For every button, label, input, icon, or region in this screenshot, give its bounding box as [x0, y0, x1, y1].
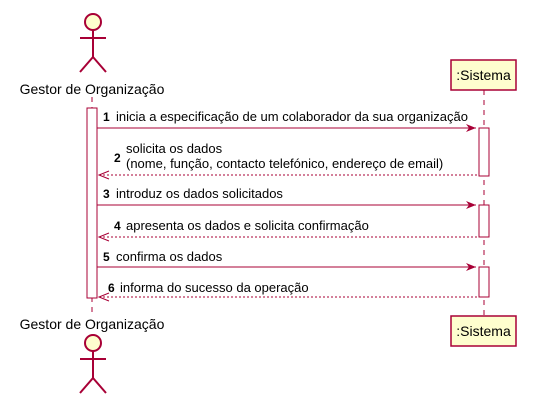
system-activation-bar: [478, 266, 490, 298]
arrowhead-right-icon: [466, 263, 476, 271]
system-name-top: :Sistema: [456, 67, 511, 83]
message-number: 6: [108, 281, 115, 295]
message-3: 3 introduz os dados solicitados: [97, 186, 476, 209]
message-number: 1: [103, 110, 110, 124]
message-number: 4: [114, 219, 121, 233]
arrowhead-left-icon: [97, 232, 110, 242]
message-4: 4 apresenta os dados e solicita confirma…: [97, 218, 479, 242]
arrowhead-left-icon: [97, 170, 110, 180]
message-5: 5 confirma os dados: [97, 249, 476, 271]
arrowhead-right-icon: [466, 124, 476, 132]
message-label: (nome, função, contacto telefónico, ende…: [126, 156, 443, 171]
message-label: solicita os dados: [126, 141, 223, 156]
system-activation-bar: [478, 204, 490, 238]
system-activation-bar: [478, 127, 490, 177]
arrowhead-left-icon: [97, 292, 110, 302]
system-box-top: [450, 59, 517, 91]
message-label: informa do sucesso da operação: [120, 280, 309, 295]
message-2: 2 solicita os dados (nome, função, conta…: [97, 141, 479, 180]
actor-stick-figure-icon: [79, 13, 107, 73]
message-label: apresenta os dados e solicita confirmaçã…: [126, 218, 369, 233]
actor-name-bottom: Gestor de Organização: [20, 316, 165, 332]
message-number: 5: [103, 250, 110, 264]
actor-stick-figure-icon: [79, 334, 107, 394]
actor-activation-bar: [86, 107, 98, 299]
message-label: confirma os dados: [116, 249, 223, 264]
message-6: 6 informa do sucesso da operação: [97, 280, 479, 302]
message-1: 1 inicia a especificação de um colaborad…: [97, 109, 476, 132]
system-name-bottom: :Sistema: [456, 323, 511, 339]
message-label: inicia a especificação de um colaborador…: [116, 109, 468, 124]
message-number: 3: [103, 187, 110, 201]
actor-name-top: Gestor de Organização: [20, 81, 165, 97]
message-label: introduz os dados solicitados: [116, 186, 283, 201]
message-number: 2: [114, 151, 121, 165]
system-box-bottom: [450, 315, 517, 347]
arrowhead-right-icon: [466, 201, 476, 209]
